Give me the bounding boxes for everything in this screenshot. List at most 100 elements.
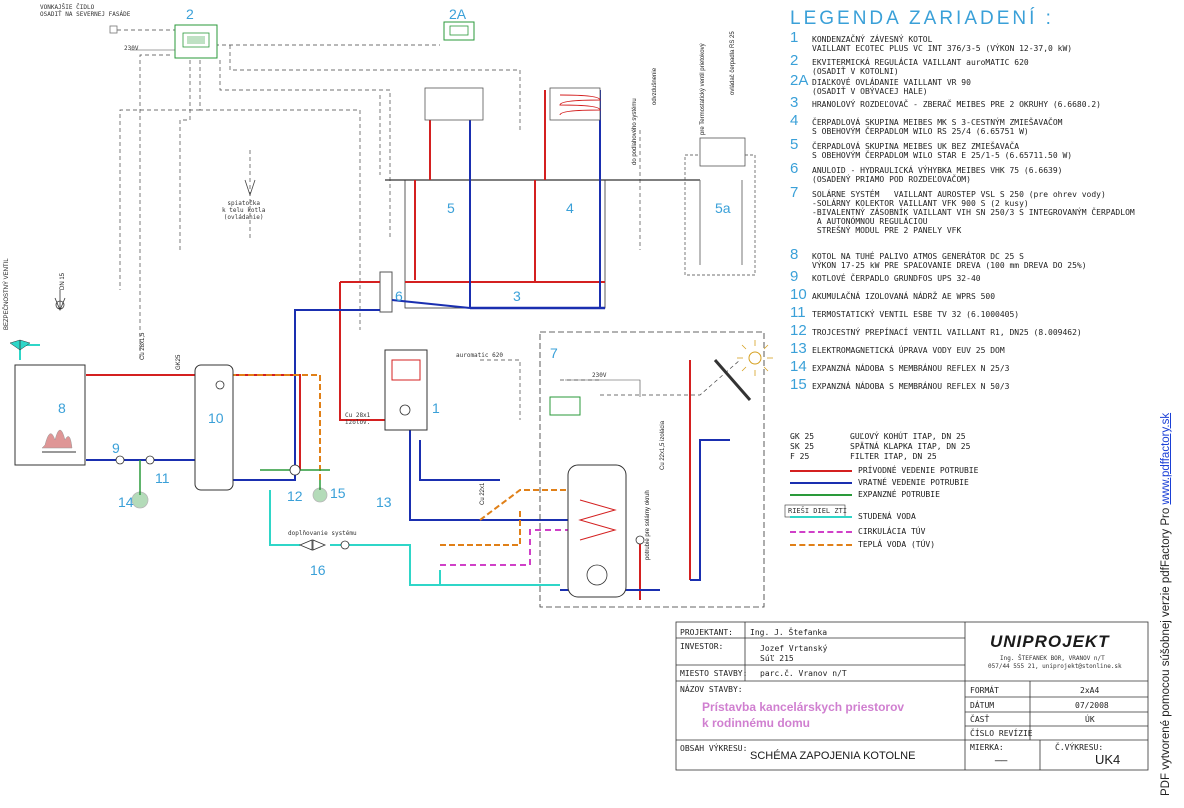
firm-line-1: Ing. ŠTEFANEK BOR, VRANOV n/T: [1000, 655, 1105, 662]
legend-number: 2: [790, 52, 799, 69]
part-label: ČASŤ: [970, 715, 990, 724]
bivalent-tank: [567, 464, 627, 598]
dn15-label: DN 15: [60, 272, 66, 290]
investor-address: Súľ 215: [760, 654, 794, 663]
line-swatch: [790, 544, 852, 546]
voltage-label-solar: 230V: [592, 372, 607, 379]
scale-label: MIERKA:: [970, 743, 1004, 752]
legend-text: EXPANZNÁ NÁDOBA S MEMBRÁNOU REFLEX N 50/…: [812, 382, 1010, 391]
format-value: 2xA4: [1080, 686, 1100, 695]
accumulation-tank-10: [194, 364, 234, 491]
drawing-number: UK4: [1095, 752, 1121, 767]
part-value: ÚK: [1085, 715, 1095, 724]
legend-number: 11: [790, 304, 806, 321]
title-block: [675, 621, 1149, 771]
component-label-16: 16: [310, 562, 326, 578]
line-swatch: [790, 516, 852, 518]
automatic-label: auromatic 620: [456, 352, 503, 359]
pipe-cu-label: Cu 28x1,5: [140, 332, 146, 360]
component-label-14: 14: [118, 494, 134, 510]
legend-number: 3: [790, 94, 799, 111]
component-label-2: 2: [186, 6, 194, 22]
scope-label: RIEŠI DIEL ZTI: [788, 507, 848, 515]
expansion-vessel-14: [131, 491, 149, 509]
pipe-abbr: GK 25: [790, 432, 815, 441]
line-desc: CIRKULÁCIA TÚV: [858, 527, 926, 536]
projektant-value: Ing. J. Štefanka: [750, 628, 828, 637]
pump-group-4: [534, 90, 601, 308]
component-label-2a: 2A: [449, 6, 467, 22]
line-desc: STUDENÁ VODA: [858, 512, 916, 521]
pdf-factory-link[interactable]: www.pdffactory.sk: [1160, 412, 1172, 505]
location-label: MIESTO STAVBY:: [680, 669, 748, 678]
legend-text: KOTOL NA TUHÉ PALIVO ATMOS GENERÁTOR DC …: [812, 252, 1087, 270]
component-label-6: 6: [395, 288, 403, 304]
legend-text: ELEKTROMAGNETICKÁ ÚPRAVA VODY EUV 25 DOM: [812, 346, 1005, 355]
pipe-abbr-desc: SPÄTNÁ KLAPKA ITAP, DN 25: [850, 442, 971, 451]
pipe-abbr-desc: GUĽOVÝ KOHÚT ITAP, DN 25: [850, 432, 966, 441]
vertical-note-1: do podlahového systému: [632, 98, 638, 165]
pipe-gk-label: GK25: [176, 354, 182, 370]
solid-fuel-boiler-8: [14, 364, 86, 466]
legend-text: ČERPADLOVÁ SKUPINA MEIBES UK BEZ ZMIEŠAV…: [812, 142, 1073, 160]
firm-logo: UNIPROJEKT: [990, 632, 1110, 651]
content-label: OBSAH VÝKRESU:: [680, 744, 748, 753]
legend-number: 4: [790, 112, 799, 129]
power-supply-line-solar: [565, 379, 641, 397]
signal-lines: [110, 29, 741, 420]
component-label-13: 13: [376, 494, 392, 510]
line-desc: EXPANZNÉ POTRUBIE: [858, 490, 940, 499]
legend-number: 6: [790, 160, 799, 177]
drawing-content: SCHÉMA ZAPOJENIA KOTOLNE: [750, 750, 916, 762]
legend-number: 7: [790, 184, 799, 201]
project-name-label: NÁZOV STAVBY:: [680, 685, 743, 694]
legend-text: KOTLOVÉ ČERPADLO GRUNDFOS UPS 32-40: [812, 274, 981, 283]
safety-valve-label: BEZPEČNOSTNÝ VENTIL: [4, 258, 10, 330]
component-label-5a: 5a: [715, 200, 731, 216]
legend-number: 5: [790, 136, 799, 153]
outdoor-sensor-icon: [109, 25, 118, 34]
line-swatch: [790, 470, 852, 472]
line-desc: VRATNÉ VEDENIE POTRUBIE: [858, 478, 969, 487]
cold-water-pipes: [19, 344, 560, 586]
outdoor-sensor-label: VONKAJŠIE ČIDLO: [40, 4, 95, 11]
hot-water-pipes: [230, 374, 590, 546]
vertical-note-3: pre Termostatický ventil prietokový: [700, 43, 706, 135]
investor-label: INVESTOR:: [680, 642, 724, 651]
component-label-1: 1: [432, 400, 440, 416]
pump-group-5: [414, 90, 471, 308]
legend-number: 14: [790, 358, 807, 375]
legend-text: SOLÁRNE SYSTÉM VAILLANT AUROSTEP VSL S 2…: [812, 190, 1135, 235]
component-label-8: 8: [58, 400, 66, 416]
condensing-boiler-1: [384, 349, 428, 431]
safety-valve-icon: [9, 339, 31, 351]
arrow-icon: [54, 290, 66, 312]
pdf-factory-text: PDF vytvorené pomocou súšobnej verzie pd…: [1160, 504, 1172, 796]
refill-label: doplňovanie systému: [288, 530, 357, 537]
legend-text: DIAĽKOVÉ OVLÁDANIE VAILLANT VR 90 (OSADI…: [812, 78, 971, 96]
vertical-note-4: ovládač čerpadla RS 25: [730, 31, 736, 95]
location-value: parc.č. Vranov n/T: [760, 669, 847, 678]
legend-number: 10: [790, 286, 807, 303]
vertical-note-5: potrubie pre solárny okruh: [645, 490, 651, 560]
vertical-note-2: odvzdušnenie: [652, 67, 658, 105]
voltage-label: 230V: [124, 45, 139, 52]
legend-number: 2A: [790, 72, 809, 89]
legend-text: KONDENZAČNÝ ZÁVESNÝ KOTOL VAILLANT ECOTE…: [812, 35, 1073, 53]
arrow-icon: [244, 179, 256, 197]
drawing-number-label: Č.VÝKRESU:: [1055, 743, 1104, 752]
component-label-5: 5: [447, 200, 455, 216]
date-value: 07/2008: [1075, 701, 1109, 710]
vertical-note-6: Cu 22x1,5 izolácia: [660, 420, 666, 470]
component-label-4: 4: [566, 200, 574, 216]
pipe-abbr: F 25: [790, 452, 810, 461]
line-desc: TEPLÁ VODA (TÚV): [858, 540, 936, 549]
return-note: spiatočka k telu kotla (ovládanie): [222, 200, 266, 221]
pipe-abbr: SK 25: [790, 442, 815, 451]
revision-label: ČÍSLO REVÍZIE: [970, 729, 1033, 738]
heating-circuit-5-box: [424, 87, 484, 121]
component-label-11: 11: [155, 470, 170, 486]
solar-collector-icon: [713, 340, 773, 401]
line-swatch: [790, 494, 852, 496]
